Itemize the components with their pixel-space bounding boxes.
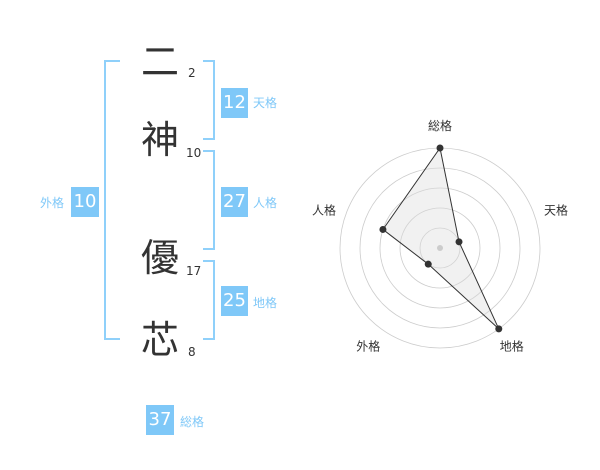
radar-axis-label-4: 外格	[356, 339, 380, 354]
radar-axis-label-5: 人格	[312, 202, 336, 217]
jinkaku-bracket	[203, 150, 215, 250]
jinkaku-label: 人格	[253, 196, 278, 210]
chikaku-bracket	[203, 260, 215, 340]
radar-data-polygon	[382, 146, 500, 330]
name-char-2: 神	[140, 118, 179, 162]
name-char-4: 芯	[140, 318, 179, 362]
soukaku-label: 総格	[180, 415, 205, 429]
radar-grid-ring	[419, 227, 461, 269]
tenkaku-bracket	[203, 60, 215, 140]
chikaku-value-badge: 25	[221, 286, 248, 316]
radar-grid-ring	[359, 167, 521, 329]
tenkaku-label: 天格	[253, 96, 278, 110]
stroke-count-3: 17	[186, 264, 202, 278]
radar-axis-label-1: 総格	[428, 118, 452, 133]
radar-point-5	[379, 225, 387, 233]
gaikaku-bracket	[104, 60, 120, 340]
radar-axis-label-2: 天格	[544, 202, 568, 217]
radar-point-2	[455, 238, 463, 246]
radar-point-1	[436, 144, 444, 152]
soukaku-value-badge: 37	[146, 405, 174, 435]
radar-grid-ring	[399, 207, 481, 289]
name-char-1: 二	[140, 40, 179, 84]
stroke-count-1: 2	[188, 66, 196, 80]
gaikaku-value-badge: 10	[71, 187, 99, 217]
name-char-3: 優	[140, 236, 179, 280]
chikaku-label: 地格	[253, 296, 278, 310]
gaikaku-label: 外格	[40, 196, 65, 210]
radar-center-dot	[437, 245, 443, 251]
radar-axis-label-3: 地格	[500, 339, 524, 354]
tenkaku-value-badge: 12	[221, 88, 248, 118]
stroke-count-2: 10	[186, 146, 202, 160]
stroke-count-4: 8	[188, 345, 196, 359]
radar-grid-ring	[379, 187, 501, 309]
jinkaku-value-badge: 27	[221, 187, 248, 217]
radar-point-3	[495, 325, 503, 333]
radar-point-4	[424, 260, 432, 268]
